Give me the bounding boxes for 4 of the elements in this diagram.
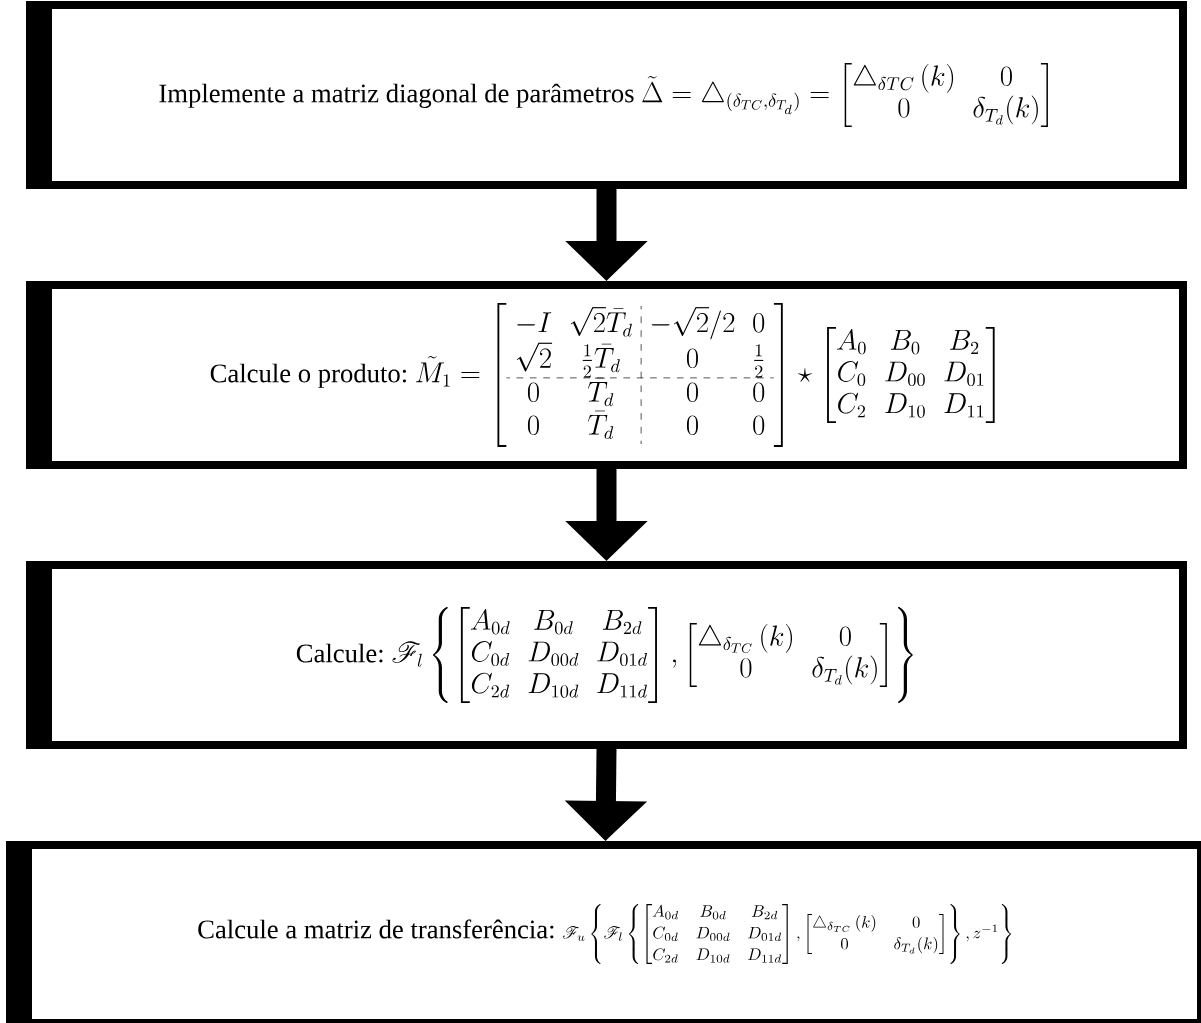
process-box: Calcule o produto: $\tilde{M}_1 = \left[\begin{array}{cc:cc} -I & \sqrt{2}\bar{T}_d & -\sqrt{2}/2 & 0 \\ \sqrt{2} & \frac{1}{2}\bar{T}_d & 0 & \frac{1}{2} \\ \hdashline 0 & \bar{T}_d & 0 & 0 \\ 0 & \bar{T}_d & 0 & 0 \end{array}\right] \star \begin{bmatrix} A_0 & B_0 & B_2 \\ C_0 & D_{00} & D_{01} \\ C_2 & D_{10} & D_{11} \end{bmatrix}$	[26, 281, 1187, 469]
process-box: Implemente a matriz diagonal de parâmetros $\tilde{\Delta} =\triangle_{(\delta_{TC},\delta_{T_d})}= \begin{bmatrix} \triangle_{\delta TC}\,(k) & 0 \\ 0 & \delta_{T_d}(k) \end{bmatrix}$	[26, 1, 1187, 189]
process-box: Calcule a matriz de transferência: $\mathscr{F}_u \left\{ \mathscr{F}_l \left\{ \begin{bmatrix} A_{0d} & B_{0d} & B_{2d} \\ C_{0d} & D_{00d} & D_{01d} \\ C_{2d} & D_{10d} & D_{11d} \end{bmatrix}, \begin{bmatrix} \triangle_{\delta_{TC}}\,(k) & 0 \\ 0 & \delta_{T_d}(k) \end{bmatrix} \right\}, z^{-1} \right\}$	[6, 841, 1201, 1023]
process-box: Calcule: $\mathscr{F}_l \left\{ \begin{bmatrix} A_{0d} & B_{0d} & B_{2d} \\ C_{0d} & D_{00d} & D_{01d} \\ C_{2d} & D_{10d} & D_{11d} \end{bmatrix}, \begin{bmatrix} \triangle_{\delta_{TC}}\,(k) & 0 \\ 0 & \delta_{T_d}(k) \end{bmatrix} \right\}$	[26, 561, 1187, 749]
